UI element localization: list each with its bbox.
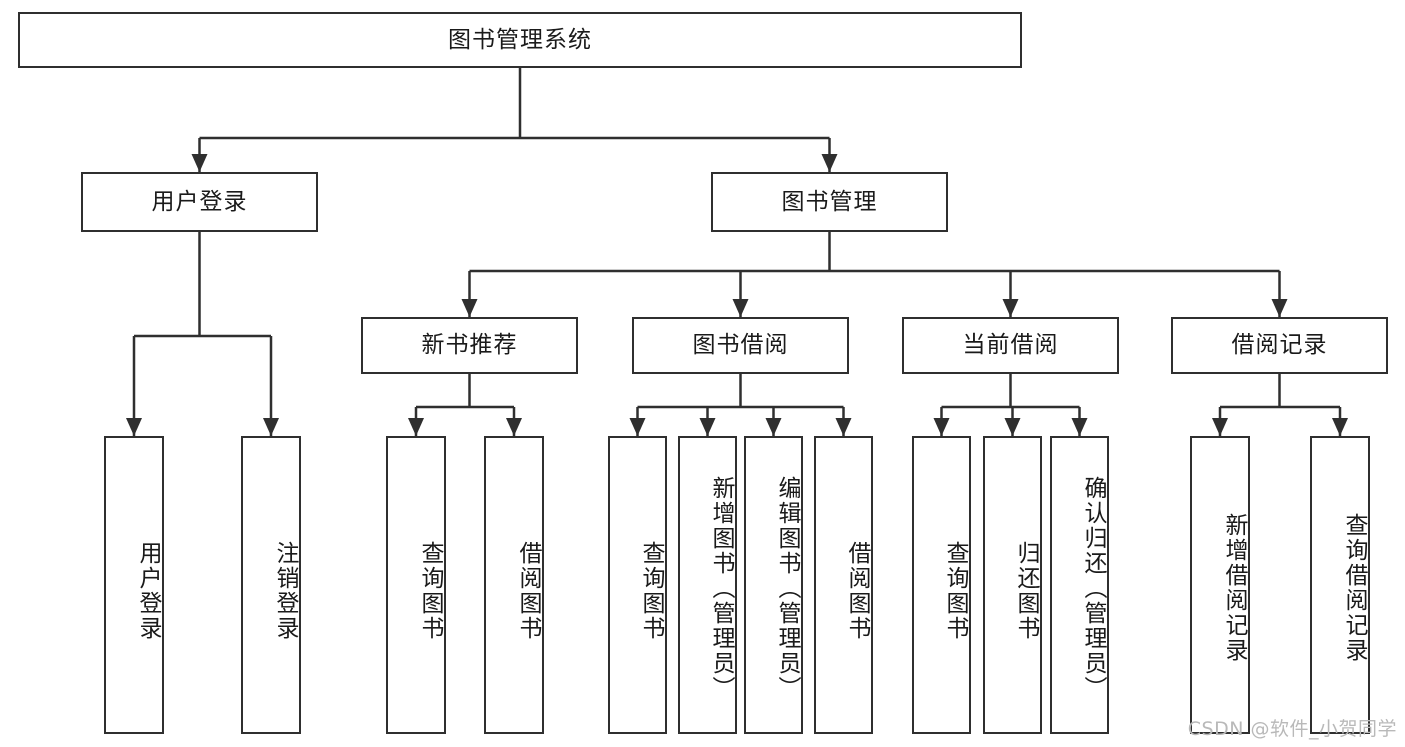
node-leaf-borrow-book-2[interactable]: 借阅图书 <box>814 436 873 734</box>
node-label: 图书管理系统 <box>448 26 592 53</box>
node-leaf-query-book-1[interactable]: 查询图书 <box>386 436 446 734</box>
node-label: 当前借阅 <box>962 332 1059 359</box>
node-root[interactable]: 图书管理系统 <box>18 12 1022 68</box>
node-label: 新增图书（管理员） <box>708 475 734 701</box>
node-label: 新书推荐 <box>421 332 518 359</box>
arrow-head <box>765 418 782 436</box>
arrow-head <box>506 418 522 436</box>
node-label: 编辑图书（管理员） <box>774 475 800 701</box>
node-label: 查询图书 <box>638 541 664 641</box>
node-label: 查询图书 <box>942 541 968 641</box>
node-label: 借阅图书 <box>844 541 870 641</box>
node-label: 用户登录 <box>135 541 161 641</box>
arrow-head <box>835 418 852 436</box>
node-borrow-record[interactable]: 借阅记录 <box>1171 317 1388 374</box>
arrow-head <box>1002 299 1019 317</box>
node-leaf-return-book[interactable]: 归还图书 <box>983 436 1042 734</box>
node-label: 借阅图书 <box>515 541 541 641</box>
arrow-head <box>263 418 279 436</box>
node-leaf-add-record[interactable]: 新增借阅记录 <box>1190 436 1250 734</box>
node-label: 注销登录 <box>272 541 298 641</box>
node-label: 确认归还（管理员） <box>1080 475 1106 701</box>
arrow-head <box>1071 418 1088 436</box>
node-leaf-edit-book[interactable]: 编辑图书（管理员） <box>744 436 803 734</box>
node-label: 查询借阅记录 <box>1341 513 1367 663</box>
node-book-borrow[interactable]: 图书借阅 <box>632 317 849 374</box>
node-book-manage[interactable]: 图书管理 <box>711 172 948 232</box>
node-leaf-query-record[interactable]: 查询借阅记录 <box>1310 436 1370 734</box>
arrow-head <box>191 154 208 172</box>
arrow-head <box>1004 418 1021 436</box>
arrow-head <box>732 299 749 317</box>
node-leaf-query-book-2[interactable]: 查询图书 <box>608 436 667 734</box>
arrow-head <box>821 154 838 172</box>
node-label: 新增借阅记录 <box>1221 513 1247 663</box>
arrow-head <box>629 418 646 436</box>
node-label: 查询图书 <box>417 541 443 641</box>
node-leaf-logout[interactable]: 注销登录 <box>241 436 301 734</box>
arrow-head <box>933 418 950 436</box>
arrow-head <box>1212 418 1228 436</box>
arrow-head <box>1332 418 1348 436</box>
node-leaf-add-book[interactable]: 新增图书（管理员） <box>678 436 737 734</box>
node-leaf-borrow-book-1[interactable]: 借阅图书 <box>484 436 544 734</box>
node-label: 用户登录 <box>151 188 248 215</box>
arrow-head <box>408 418 424 436</box>
node-user-login[interactable]: 用户登录 <box>81 172 318 232</box>
arrow-head <box>461 299 478 317</box>
node-leaf-user-login[interactable]: 用户登录 <box>104 436 164 734</box>
node-label: 图书借阅 <box>692 332 789 359</box>
watermark: CSDN @软件_小贺同学 <box>1187 718 1397 740</box>
node-leaf-query-book-3[interactable]: 查询图书 <box>912 436 971 734</box>
arrow-head <box>126 418 142 436</box>
node-leaf-confirm-return[interactable]: 确认归还（管理员） <box>1050 436 1109 734</box>
arrow-head <box>1271 299 1288 317</box>
node-current-borrow[interactable]: 当前借阅 <box>902 317 1119 374</box>
node-label: 借阅记录 <box>1231 332 1328 359</box>
arrow-head <box>699 418 716 436</box>
node-label: 图书管理 <box>781 188 878 215</box>
node-new-book-rec[interactable]: 新书推荐 <box>361 317 578 374</box>
node-label: 归还图书 <box>1013 541 1039 641</box>
